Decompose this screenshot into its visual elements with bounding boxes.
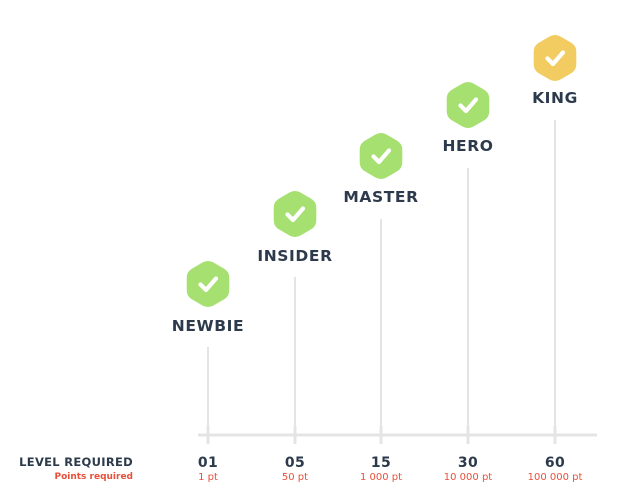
level-king-number: 60 xyxy=(545,455,565,471)
hexagon-badge xyxy=(273,191,317,237)
level-king-badge xyxy=(533,35,577,81)
checkmark-icon xyxy=(198,276,219,293)
level-insider-name: INSIDER xyxy=(257,247,332,265)
level-insider-points: 50 pt xyxy=(282,472,308,483)
level-hero-name: HERO xyxy=(442,137,493,155)
checkmark-icon xyxy=(285,206,306,223)
level-master-name: MASTER xyxy=(343,188,418,206)
level-king-points: 100 000 pt xyxy=(528,472,583,483)
points-required-label: Points required xyxy=(54,472,133,482)
level-master-number: 15 xyxy=(371,455,391,471)
level-king: KING 60 100 000 pt xyxy=(528,35,583,483)
hexagon-badge xyxy=(446,82,490,128)
level-insider: INSIDER 05 50 pt xyxy=(257,191,332,483)
level-newbie-points: 1 pt xyxy=(198,472,218,483)
level-newbie-badge xyxy=(186,261,230,307)
level-king-name: KING xyxy=(532,89,578,107)
level-hero-points: 10 000 pt xyxy=(444,472,493,483)
hexagon-badge xyxy=(186,261,230,307)
level-hero: HERO 30 10 000 pt xyxy=(442,82,493,483)
level-newbie-name: NEWBIE xyxy=(172,317,244,335)
hexagon-badge xyxy=(359,133,403,179)
hexagon-badge xyxy=(533,35,577,81)
checkmark-icon xyxy=(545,50,566,67)
level-hero-number: 30 xyxy=(458,455,478,471)
level-required-label: LEVEL REQUIRED xyxy=(19,455,133,469)
level-newbie: NEWBIE 01 1 pt xyxy=(172,261,244,483)
checkmark-icon xyxy=(371,148,392,165)
level-insider-number: 05 xyxy=(285,455,305,471)
level-newbie-number: 01 xyxy=(198,455,218,471)
level-master: MASTER 15 1 000 pt xyxy=(343,133,418,483)
checkmark-icon xyxy=(458,97,479,114)
level-master-badge xyxy=(359,133,403,179)
level-hero-badge xyxy=(446,82,490,128)
level-master-points: 1 000 pt xyxy=(360,472,402,483)
level-insider-badge xyxy=(273,191,317,237)
